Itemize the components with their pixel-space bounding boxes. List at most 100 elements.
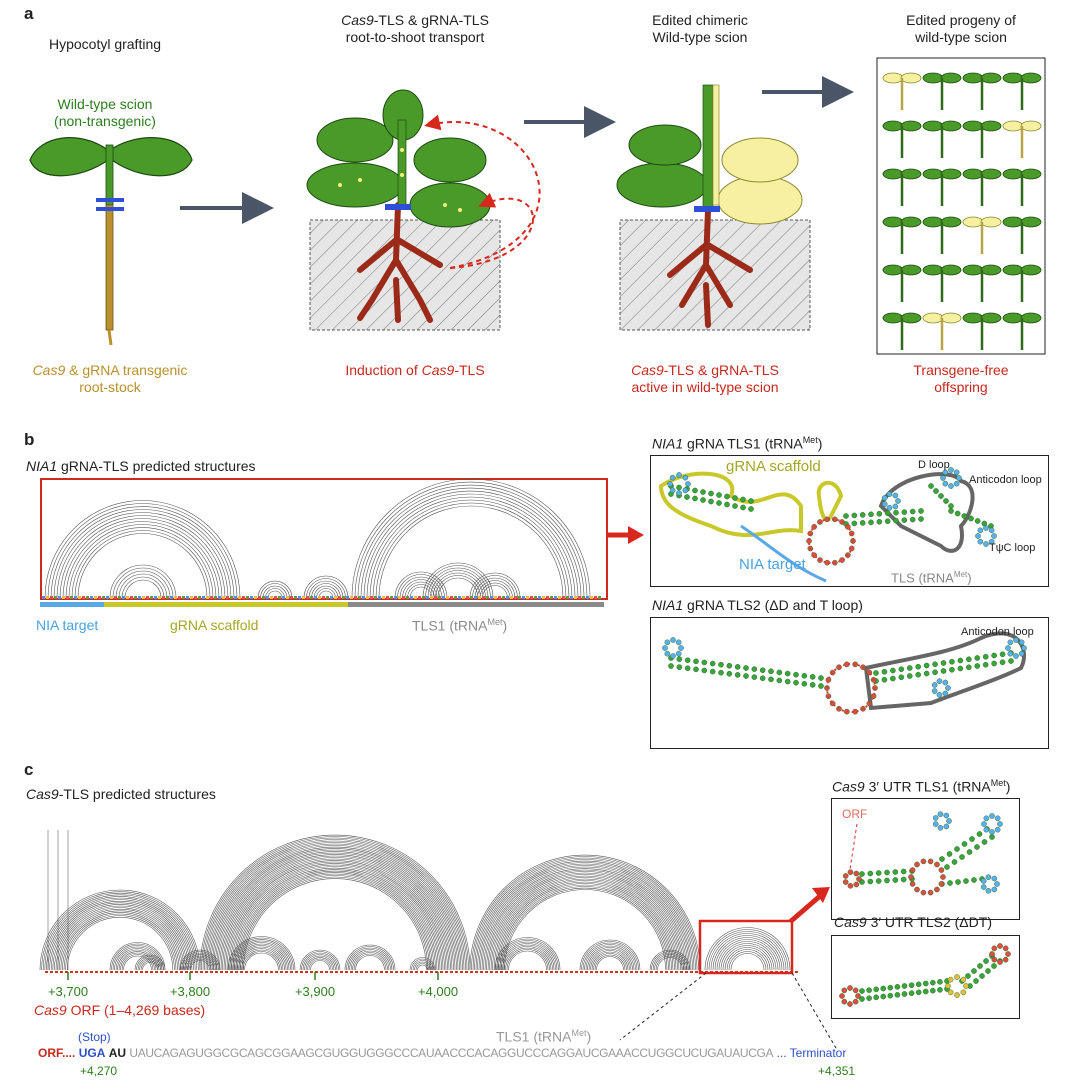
label-nia-target: NIA target [36,617,99,633]
structure-arc [308,958,332,971]
structure-arc [712,935,783,971]
structure-arc [496,881,674,971]
step4-caption: Transgene-free offspring [876,362,1046,396]
structure-arc [111,943,164,971]
structure-arc [220,855,450,971]
structure-arc [415,963,430,971]
axis-tick-label: +3,900 [295,984,335,999]
progeny-seedling [962,216,1002,254]
rootstock-label: Cas9 & gRNA transgenic root-stock [20,362,200,396]
structure-arc [140,960,160,971]
structure-arc [114,946,161,971]
panel-label-b: b [24,430,35,449]
structure-arc [236,945,287,971]
structure-arc [41,891,199,971]
structure-arc [241,949,282,971]
structure-arc [187,957,213,971]
structure-arc [299,949,341,971]
step2-caption-gene: Cas9 [421,362,455,378]
panel-b-title-rest: gRNA-TLS predicted structures [57,458,256,474]
structure-arc [505,947,550,971]
b-inset1-tls-pre: TLS (tRNA [891,570,954,586]
label-tls1-pre: TLS1 (tRNA [412,617,488,634]
structure-arc [240,875,430,971]
structure-arc [65,915,175,971]
seq-tls: UAUCAGAGUGGCGCAGCGGAAGCGUGGUGGGCCCAUAACC… [129,1046,774,1060]
structure-arc [227,936,296,971]
progeny-seedling [1002,264,1042,302]
progeny-seedling [962,120,1002,158]
structure-arc [504,889,666,971]
structure-arc [499,884,671,971]
seq-end-pos: +4,351 [818,1064,856,1078]
scion-label-line1: Wild-type scion [57,96,153,112]
panel-c-title-gene: Cas9 [26,786,59,802]
structure-arc [244,952,279,971]
structure-arc [238,873,432,971]
c-inset1-orf: ORF [842,807,868,821]
structure-arc [225,860,445,971]
step2-caption: Induction of Cas9-TLS [300,362,530,379]
structure-arc [305,955,335,971]
structure-arc [409,957,436,971]
structure-arc [223,858,447,971]
progeny-seedling [922,168,962,206]
seq-terminator: ... Terminator [776,1046,847,1060]
label-grna-scaffold: gRNA scaffold [170,617,259,633]
structure-arc [62,912,178,971]
b-inset2-title-rest: gRNA TLS2 (ΔD and T loop) [683,597,863,613]
scion-label-line2: (non-transgenic) [54,113,156,129]
structure-arc [109,942,166,971]
step2-title-line1: -TLS & gRNA-TLS [373,12,489,28]
b-inset1-anticodon: Anticodon loop [969,474,1042,486]
step2-title-line2: root-to-shoot transport [345,29,485,45]
rootstock-line1: & gRNA transgenic [65,362,188,378]
seq-orf: ORF.... [38,1046,76,1060]
label-tls1: TLS1 (tRNAMet) [412,617,507,634]
panel-b-title-gene: NIA1 [26,458,58,474]
structure-arc [112,945,163,971]
structure-arc [213,848,457,971]
scion-label: Wild-type scion (non-transgenic) [30,96,180,130]
panel-c-title-rest: -TLS predicted structures [58,786,216,802]
structure-arc [499,941,556,971]
axis-tick-label: +3,800 [170,984,210,999]
structure-arc [472,857,698,971]
structure-arc [714,937,781,971]
panel-c-title: Cas9-TLS predicted structures [26,786,216,802]
seq-stop: UGA [78,1046,106,1060]
structure-arc [730,953,765,971]
progeny-seedling [922,120,962,158]
structure-arc [704,927,791,971]
structure-arc [596,956,624,971]
structure-arc [728,951,767,971]
structure-arc [123,955,152,971]
structure-arc [229,937,294,971]
structure-arc [237,872,433,971]
structure-arc [217,852,453,971]
c-inset2-structure [839,943,1011,1007]
seq-start-pos: +4,270 [80,1064,118,1078]
graft-marker [96,198,124,202]
structure-arc [185,955,215,971]
structure-arc [722,945,773,971]
progeny-grid [882,72,1042,350]
bar-tls1 [348,602,604,607]
structure-arc [353,953,387,971]
structure-arc [234,869,436,971]
structure-arc [182,952,218,971]
c-inset1-title-gene: Cas9 [832,778,865,795]
b-inset1-title-pre: gRNA TLS1 (tRNA [683,435,803,452]
b-inset1-title: NIA1 gRNA TLS1 (tRNAMet) [652,435,822,452]
structure-arc [302,952,338,971]
structure-arc [226,861,444,971]
progeny-seedling [882,216,922,254]
structure-arc [649,949,691,971]
structure-arc [502,944,553,971]
seq-line: ORF.... UGA AU UAUCAGAGUGGCGCAGCGGAAGCGU… [38,1046,846,1060]
rootstock-gene: Cas9 [32,362,66,378]
structure-arc [503,946,552,971]
structure-arc [115,948,160,971]
bar-grna-scaffold [104,602,348,607]
structure-arc [304,954,336,971]
